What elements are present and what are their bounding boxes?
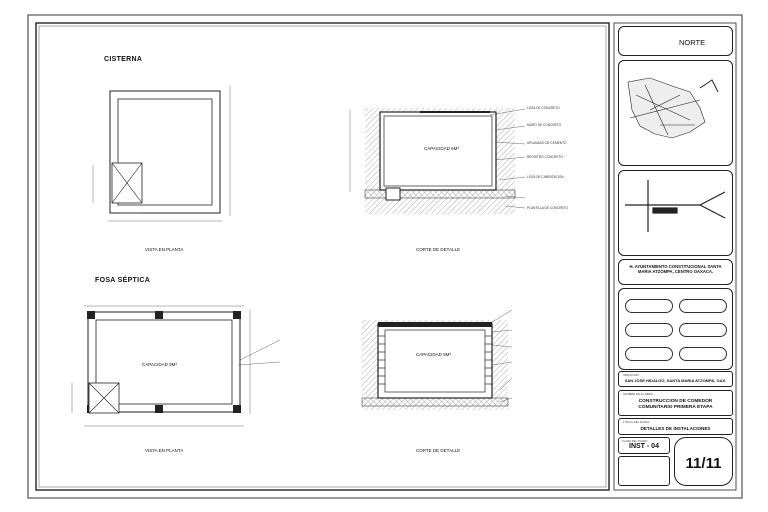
cisterna-plan-caption: VISTA EN PLANTA [145,247,184,252]
title-block-frame [613,22,737,491]
cisterna-plan [92,86,231,222]
location-block: UBICACION: SAN JOSE HIDALGO, SANTA MARIA… [618,371,733,387]
location-map-block [618,60,733,166]
client-block: H. AYUNTAMIENTO CONSTITUCIONAL SANTA MAR… [618,259,733,285]
plan-title-label: TITULO DEL PLANO: [623,420,651,424]
scale-block [618,456,670,486]
plan-key: INST - 04 [629,443,659,450]
plan-title: DETALLES DE INSTALACIONES [640,426,711,431]
outer-frame [27,14,743,499]
cisterna-title: CISTERNA [104,56,143,63]
cisterna-note-5: LOSA DE CIMENTACION [527,175,564,179]
plan-key-block: CLAVE DEL PLANO: INST - 04 [618,437,670,454]
signature-pill-3 [625,323,673,337]
north-block: NORTE [618,26,733,56]
site-sketch [625,180,726,232]
fosa-title: FOSA SÉPTICA [95,277,151,284]
north-label: NORTE [679,38,706,47]
cisterna-note-2: MURO DE CONCRETO [527,123,562,127]
client-name: H. AYUNTAMIENTO CONSTITUCIONAL SANTA MAR… [629,264,722,275]
cisterna-note-1: LOSA DE CONCRETO [527,106,560,110]
plan-title-block: TITULO DEL PLANO: DETALLES DE INSTALACIO… [618,418,733,435]
signature-pill-2 [679,299,727,313]
plan-key-label: CLAVE DEL PLANO: [622,439,649,443]
project-label: NOMBRE DE LA OBRA: [623,392,654,396]
fosa-plan-caption: VISTA EN PLANTA [145,448,184,453]
fosa-section-capacity: CAPACIDAD 9M³ [416,352,451,357]
drawing-frame [35,22,610,491]
fosa-section [361,309,513,410]
cisterna-note-4: REGISTRO CONCRETO [527,155,563,159]
inner-frame [38,25,607,488]
cisterna-section [349,108,526,214]
fosa-plan-capacity: CAPACIDAD 9M³ [142,362,177,367]
sheet-number: 11/11 [685,455,722,472]
signatures-block [618,288,733,370]
cisterna-note-6: PLANTILLA DE CONCRETO [527,206,569,210]
signature-pill-6 [679,347,727,361]
location-label: UBICACION: [623,373,640,377]
fosa-section-caption: CORTE DE DETALLE [416,448,461,453]
cisterna-note-3: APLANADO DE CEMENTO [527,141,567,145]
location-map-graphic [627,77,719,139]
cisterna-section-caption: CORTE DE DETALLE [416,247,461,252]
sheet-number-block: 11/11 [674,437,733,486]
site-plan-block [618,170,733,256]
project-name: CONSTRUCCION DE COMEDOR COMUNITARIO PRIM… [638,399,713,410]
location-text: SAN JOSE HIDALGO, SANTA MARIA ATZOMPA, O… [624,378,727,383]
fosa-plan [71,305,281,427]
signature-pill-4 [679,323,727,337]
project-block: NOMBRE DE LA OBRA: CONSTRUCCION DE COMED… [618,390,733,416]
signature-pill-1 [625,299,673,313]
signature-pill-5 [625,347,673,361]
cisterna-capacity: CAPACIDAD 6M³ [424,146,459,151]
